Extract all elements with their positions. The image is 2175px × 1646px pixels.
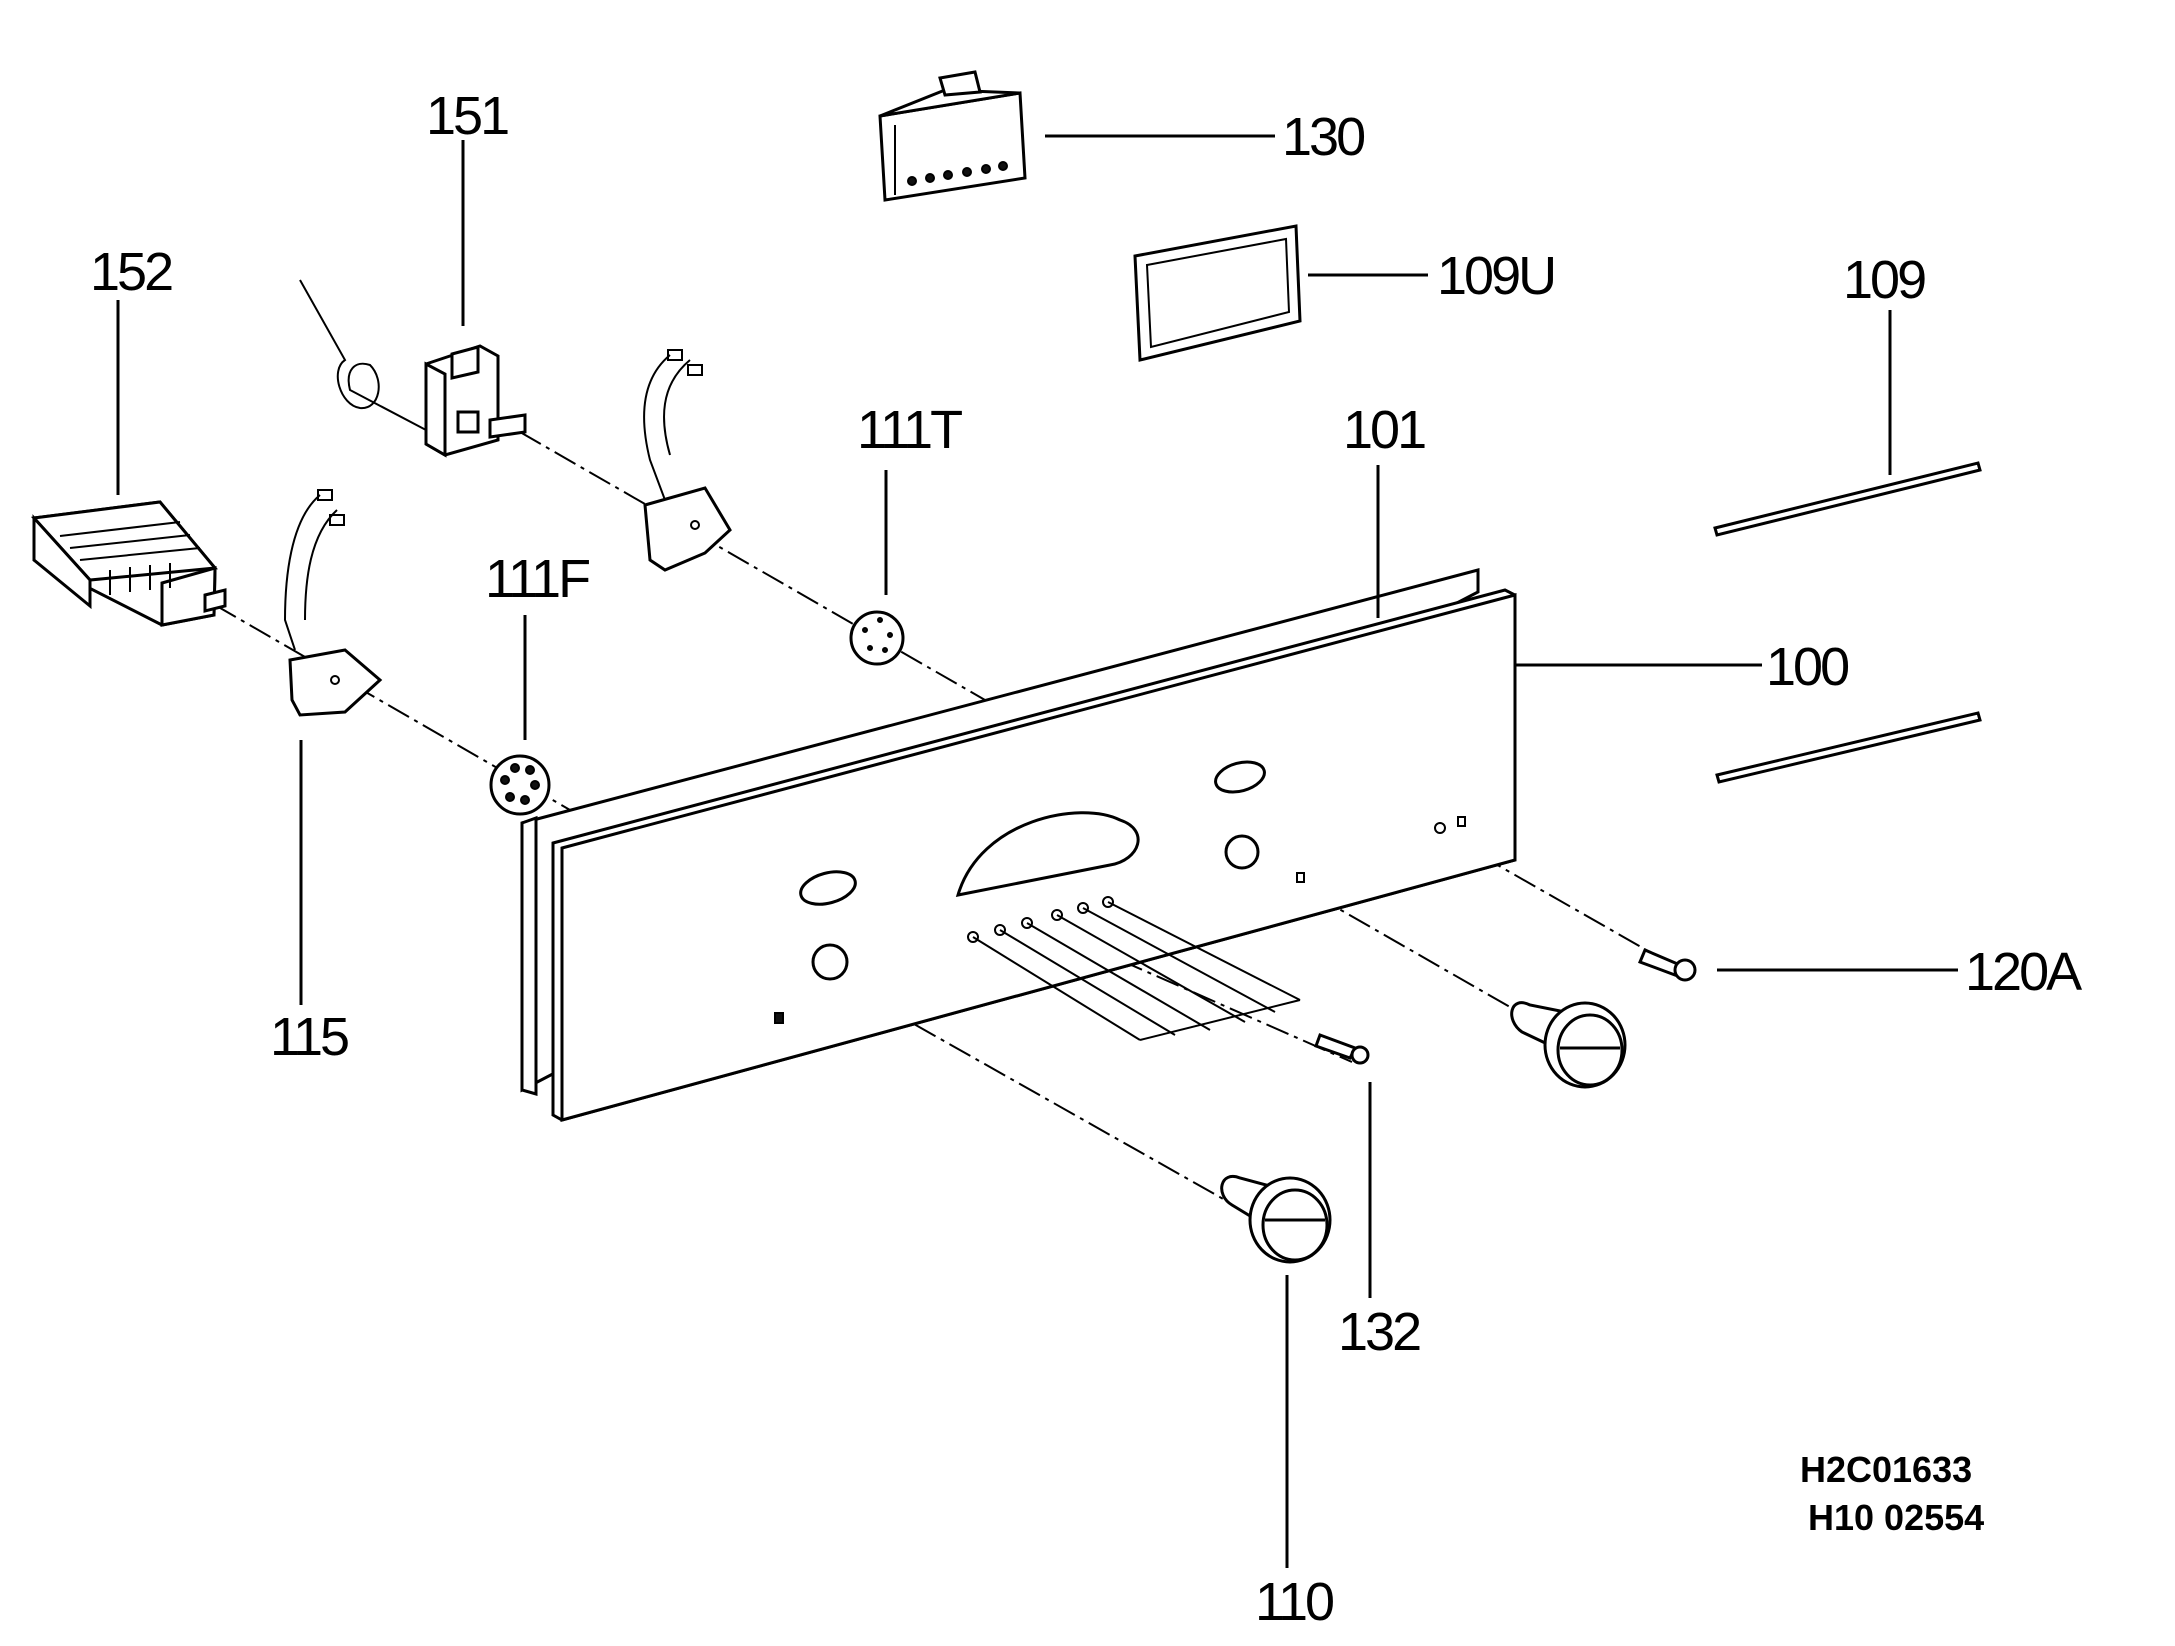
dial-111T	[849, 610, 905, 666]
drawing-code-2: H10 02554	[1808, 1497, 1984, 1538]
label-109U: 109U	[1437, 246, 1554, 306]
label-120A: 120A	[1965, 942, 2082, 1002]
part-labels: 151 130 152 109U 109 111T 101 111F 100 1…	[90, 86, 2085, 1632]
label-132: 132	[1338, 1302, 1420, 1362]
bracket-upper	[643, 349, 732, 572]
label-110: 110	[1255, 1572, 1333, 1632]
knob-upper	[1510, 1001, 1627, 1089]
control-panel-100	[520, 568, 1517, 1122]
label-109: 109	[1843, 250, 1925, 310]
label-101: 101	[1343, 400, 1425, 460]
label-130: 130	[1282, 107, 1364, 167]
trim-strips-109	[1713, 461, 1982, 784]
screw-132	[1314, 1033, 1370, 1065]
knob-110	[1220, 1174, 1332, 1264]
frame-109U	[1133, 224, 1302, 362]
timer-module-130	[878, 70, 1027, 202]
selector-switch-152	[30, 500, 227, 627]
bracket-lower	[283, 489, 383, 717]
label-152: 152	[90, 242, 172, 302]
drawing-code-1: H2C01633	[1800, 1449, 1972, 1490]
label-111F: 111F	[485, 549, 589, 609]
screw-120A	[1638, 948, 1697, 982]
drawing-codes: H2C01633 H10 02554	[1800, 1449, 1984, 1538]
leader-lines	[116, 134, 1958, 1568]
label-151: 151	[426, 86, 508, 146]
thermostat-151	[299, 279, 527, 458]
dial-111F	[489, 754, 551, 816]
label-100: 100	[1766, 637, 1848, 697]
label-115: 115	[270, 1007, 348, 1067]
label-111T: 111T	[857, 400, 962, 460]
